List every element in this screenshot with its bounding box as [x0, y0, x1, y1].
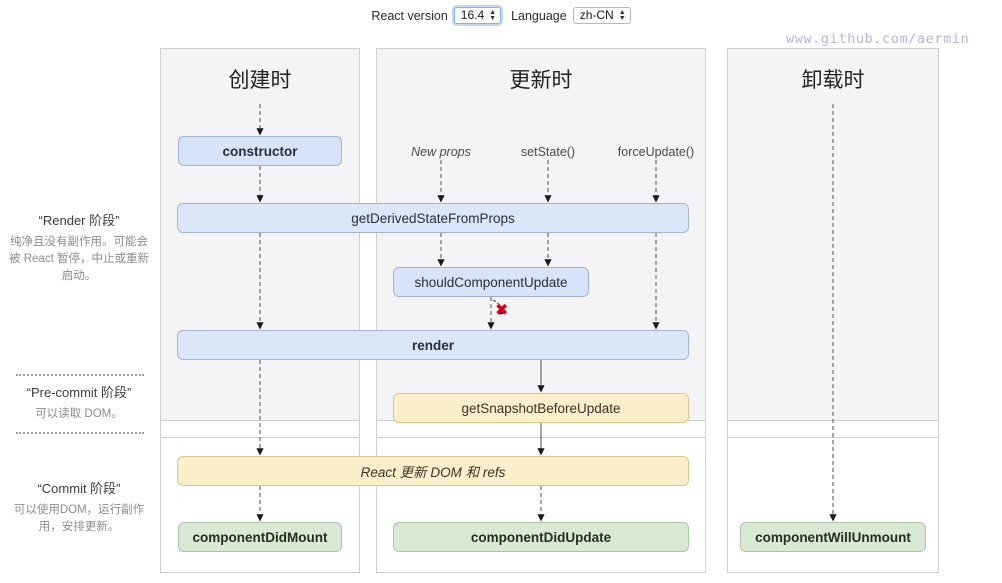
watermark: www.github.com/aermin: [786, 31, 970, 47]
toolbar: React version 16.4 ▲▼ Language zh-CN ▲▼: [0, 0, 1002, 31]
phase-legend-pre-commit: “Pre-commit 阶段” 可以读取 DOM。: [6, 382, 152, 423]
phase-legend-render: “Render 阶段” 纯净且没有副作用。可能会被 React 暂停，中止或重新…: [6, 210, 152, 285]
language-value: zh-CN: [579, 8, 614, 22]
react-version-select[interactable]: 16.4 ▲▼: [453, 7, 502, 24]
trigger-set-state: setState(): [520, 145, 576, 159]
column-title-mounting: 创建时: [228, 68, 292, 92]
stepper-arrows-icon[interactable]: ▲▼: [618, 8, 626, 22]
render-phase-shade-updating: [377, 49, 705, 420]
node-component-did-update[interactable]: componentDidUpdate: [393, 522, 689, 552]
render-phase-shade-mounting: [161, 49, 359, 420]
phase-divider-updating-2: [377, 437, 705, 438]
phase-divider-unmounting-2: [728, 437, 938, 438]
trigger-force-update: forceUpdate(): [617, 145, 695, 159]
render-phase-shade-unmounting: [728, 49, 938, 420]
react-version-control: React version 16.4 ▲▼: [371, 7, 502, 24]
phase-desc-render: 纯净且没有副作用。可能会被 React 暂停，中止或重新启动。: [9, 236, 149, 282]
language-control: Language zh-CN ▲▼: [511, 7, 631, 24]
phase-divider-mounting-2: [161, 437, 359, 438]
column-title-updating: 更新时: [509, 68, 573, 92]
node-get-derived-state-from-props[interactable]: getDerivedStateFromProps: [177, 203, 689, 233]
language-select[interactable]: zh-CN ▲▼: [572, 7, 631, 24]
node-get-snapshot-before-update[interactable]: getSnapshotBeforeUpdate: [393, 393, 689, 423]
node-render[interactable]: render: [177, 330, 689, 360]
node-constructor[interactable]: constructor: [178, 136, 342, 166]
react-version-value: 16.4: [460, 8, 485, 22]
node-component-did-mount[interactable]: componentDidMount: [178, 522, 342, 552]
node-component-will-unmount[interactable]: componentWillUnmount: [740, 522, 926, 552]
phase-divider-unmounting-1: [728, 420, 938, 421]
phase-title-commit: “Commit 阶段”: [37, 481, 121, 496]
react-version-label: React version: [371, 8, 448, 23]
phase-title-render: “Render 阶段”: [38, 213, 120, 228]
skip-render-x-icon: ✖: [495, 302, 509, 319]
language-label: Language: [511, 8, 567, 23]
phase-legend-divider-2: [16, 432, 144, 434]
phase-legend-divider-1: [16, 374, 144, 376]
phase-title-pre-commit: “Pre-commit 阶段”: [26, 385, 132, 400]
phase-desc-commit: 可以使用DOM，运行副作用，安排更新。: [13, 504, 145, 533]
trigger-new-props: New props: [411, 145, 471, 159]
phase-legend-commit: “Commit 阶段” 可以使用DOM，运行副作用，安排更新。: [6, 478, 152, 536]
column-title-unmounting: 卸载时: [801, 68, 865, 92]
node-react-updates-dom-and-refs: React 更新 DOM 和 refs: [177, 456, 689, 486]
stepper-arrows-icon[interactable]: ▲▼: [489, 8, 497, 22]
phase-divider-mounting-1: [161, 420, 359, 421]
node-should-component-update[interactable]: shouldComponentUpdate: [393, 267, 589, 297]
phase-desc-pre-commit: 可以读取 DOM。: [35, 408, 123, 420]
